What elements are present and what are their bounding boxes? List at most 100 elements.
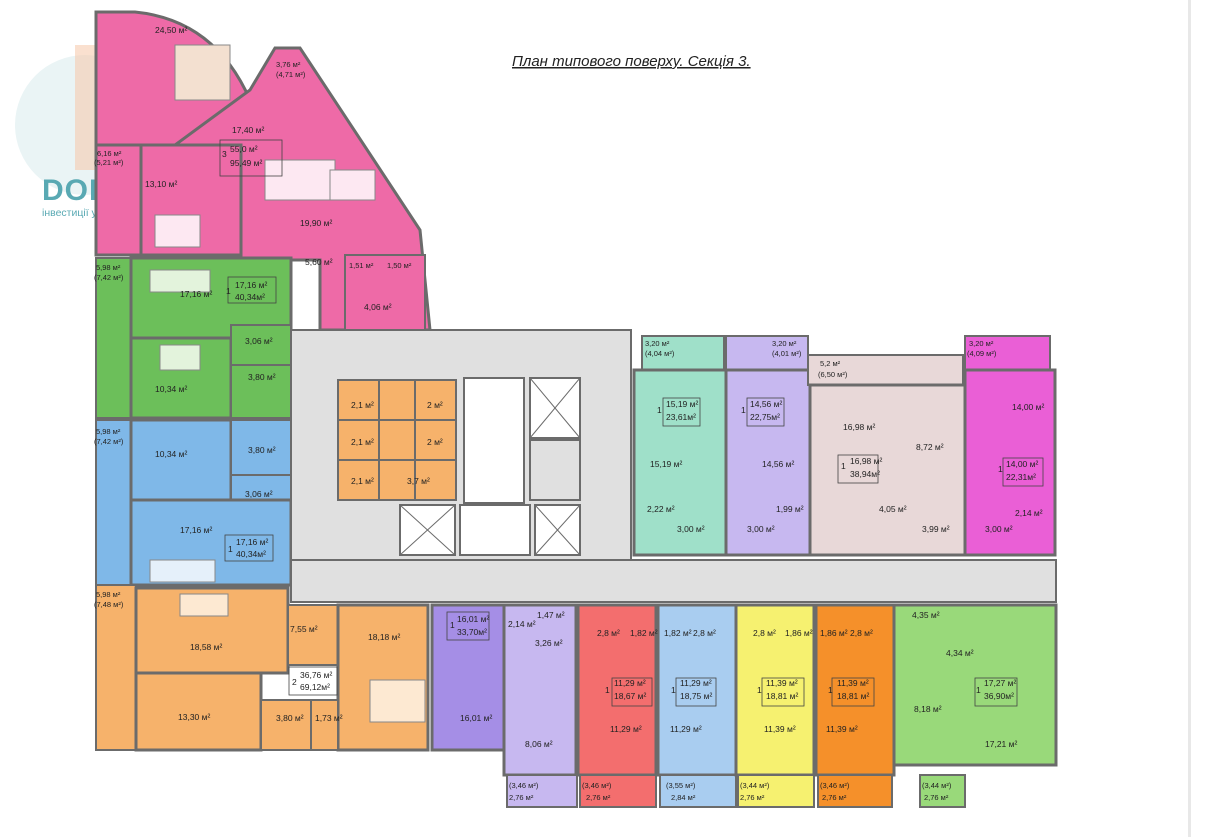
room (814, 603, 896, 777)
hall (287, 604, 339, 666)
area-label: (4,71 м²) (276, 70, 306, 79)
area-label: (3,46 м²) (509, 781, 539, 790)
apartment-1room-magenta (963, 335, 1057, 557)
area-label: 3,26 м² (535, 638, 563, 648)
area-label: 15,19 м² (650, 459, 682, 469)
balcony (506, 774, 578, 808)
area-label: 2,76 м² (822, 793, 847, 802)
area-label: 1,82 м² (630, 628, 658, 638)
area-label: 4,05 м² (879, 504, 907, 514)
sofa-furniture (179, 593, 229, 617)
apartment-info-box (746, 397, 785, 427)
dining-table (329, 169, 376, 201)
loggia (95, 257, 132, 419)
area-label: 10,34 м² (155, 449, 187, 459)
area-label: 1 (228, 544, 233, 554)
bed-furniture (369, 679, 426, 723)
area-label: 11,39 м² (837, 678, 869, 688)
area-label: 95,49 м² (230, 158, 262, 168)
area-label: (7,48 м²) (94, 600, 124, 609)
apartment-1room-darkorange (814, 603, 896, 808)
area-label: 2,76 м² (509, 793, 534, 802)
area-label: 11,39 м² (764, 724, 796, 734)
area-label: 2 м² (427, 437, 443, 447)
room (808, 383, 967, 557)
area-label: 18,81 м² (766, 691, 798, 701)
area-label: 1,50 м² (387, 261, 412, 270)
area-label: 8,06 м² (525, 739, 553, 749)
apartment-info-box (446, 611, 490, 641)
apartment-info-box (761, 677, 805, 707)
area-label: 69,12м² (300, 682, 330, 692)
area-label: 2,8 м² (597, 628, 620, 638)
area-label: 16,01 м² (460, 713, 492, 723)
apartment-1room-yellow (734, 603, 816, 808)
area-label: 4,34 м² (946, 648, 974, 658)
area-label: 18,58 м² (190, 642, 222, 652)
area-label: 16,98 м² (843, 422, 875, 432)
area-label: 1,51 м² (349, 261, 374, 270)
area-label: 5,98 м² (96, 427, 121, 436)
area-label: 11,29 м² (614, 678, 646, 688)
area-label: 4,06 м² (364, 302, 392, 312)
elevator-3 (459, 504, 531, 556)
bathroom (230, 419, 292, 476)
storage-block (337, 379, 457, 501)
area-label: 2,76 м² (740, 793, 765, 802)
area-label: (4,01 м²) (772, 349, 802, 358)
area-label: 3,80 м² (248, 445, 276, 455)
room (502, 603, 578, 777)
room (734, 603, 816, 777)
area-label: 1 (605, 685, 610, 695)
area-label: (7,42 м²) (94, 273, 124, 282)
area-label: 17,16 м² (180, 289, 212, 299)
area-label: (3,55 м²) (666, 781, 696, 790)
balcony (817, 774, 893, 808)
sofa-furniture (149, 269, 211, 293)
area-label: 2,22 м² (647, 504, 675, 514)
area-label: 10,34 м² (155, 384, 187, 394)
area-label: 8,18 м² (914, 704, 942, 714)
area-label: 6,16 м² (97, 149, 122, 158)
area-label: 1,86 м² (820, 628, 848, 638)
area-label: 36,76 м² (300, 670, 332, 680)
apartment-info-box (974, 677, 1018, 707)
area-label: 17,16 м² (180, 525, 212, 535)
balcony (659, 774, 737, 808)
area-label: 17,16 м² (236, 537, 268, 547)
apartment-3room-top (94, 10, 432, 332)
wc (310, 699, 339, 751)
area-label: 3,99 м² (922, 524, 950, 534)
right-edge-bar (1188, 0, 1191, 837)
area-label: (7,42 м²) (94, 437, 124, 446)
loggia (95, 419, 132, 586)
area-label: 1 (757, 685, 762, 695)
area-label: 14,00 м² (1012, 402, 1044, 412)
bathroom (260, 699, 312, 751)
area-label: 3,80 м² (276, 713, 304, 723)
area-label: 2,8 м² (850, 628, 873, 638)
area-label: 22,75м² (750, 412, 780, 422)
area-label: 2,8 м² (693, 628, 716, 638)
area-label: 17,27 м² (984, 678, 1016, 688)
area-label: 3,00 м² (677, 524, 705, 534)
area-label: 18,67 м² (614, 691, 646, 701)
area-label: 11,39 м² (766, 678, 798, 688)
apartment-info-box (1002, 457, 1044, 487)
area-label: 1 (671, 685, 676, 695)
area-label: 1,86 м² (785, 628, 813, 638)
bathroom (230, 364, 292, 419)
bathroom (344, 254, 426, 331)
area-label: 5,60 м² (305, 257, 333, 267)
apartment-info-box (219, 139, 283, 177)
area-label: 5,2 м² (820, 359, 841, 368)
area-label: 2,1 м² (351, 476, 374, 486)
loggia (95, 584, 137, 751)
loggia (94, 143, 143, 257)
area-label: 16,98 м² (850, 456, 882, 466)
apartment-1room-left-a (95, 256, 293, 420)
area-label: 11,29 м² (680, 678, 712, 688)
area-label: 55,0 м² (230, 144, 258, 154)
area-label: (4,04 м²) (645, 349, 675, 358)
